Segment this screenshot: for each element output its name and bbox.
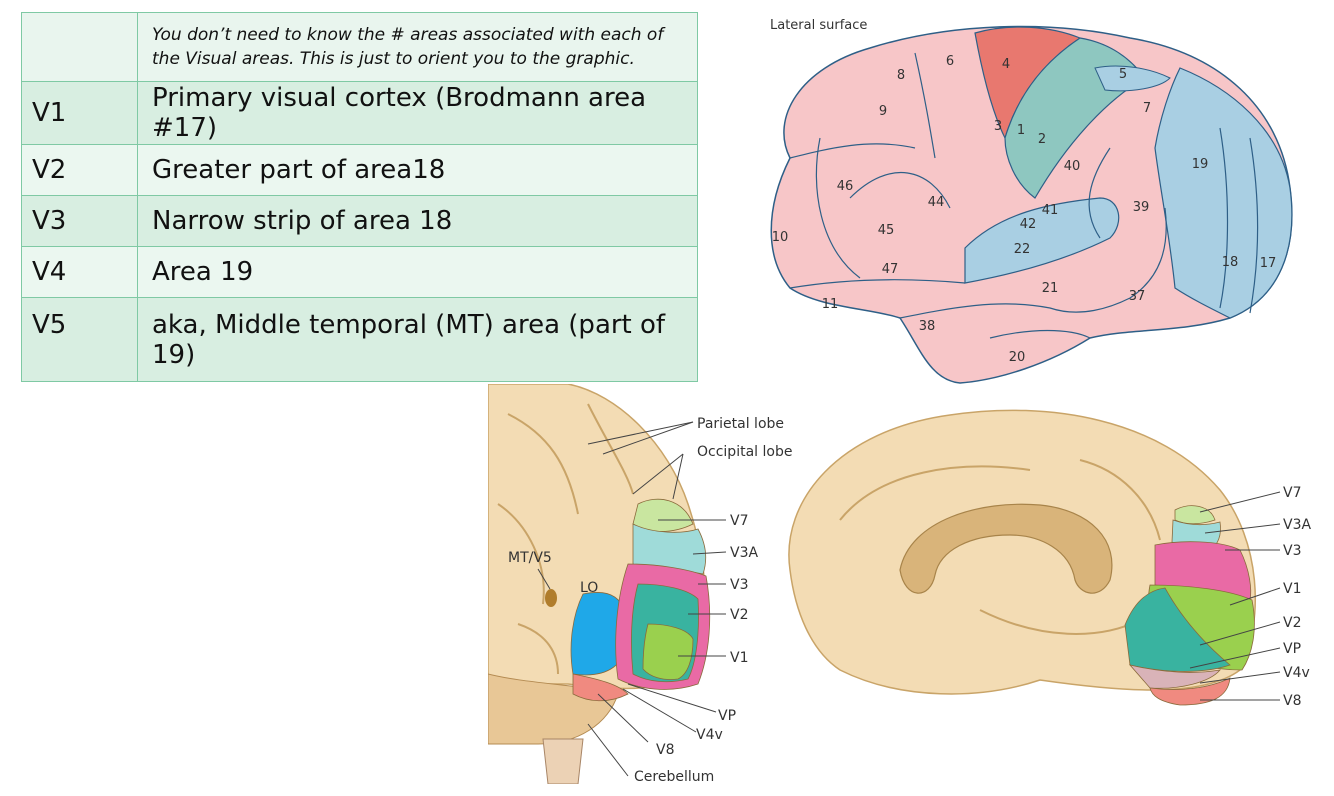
svg-text:44: 44	[928, 195, 945, 210]
medial-view-diagram: V7 V3A V3 V1 V2 VP V4v V8	[788, 409, 1311, 709]
mt-v5-spot	[545, 589, 557, 607]
svg-text:6: 6	[946, 54, 954, 69]
area-code: V1	[21, 81, 138, 145]
area-code: V3	[21, 195, 138, 247]
medial-v8-region	[1149, 677, 1231, 706]
medial-vp-region	[1128, 664, 1221, 689]
medial-leader-lines	[1189, 491, 1281, 701]
label-v3: V3	[730, 577, 748, 593]
table-header-row: You don’t need to know the # areas assoc…	[21, 12, 698, 82]
v8-region	[572, 673, 629, 702]
area-5-region	[1094, 65, 1171, 92]
area-description: Area 19	[137, 246, 698, 298]
lateral-surface-diagram: Lateral surface 8 6 4 5 9 3 1 2 7 40 19 …	[770, 18, 1293, 384]
svg-text:4: 4	[1002, 57, 1010, 72]
label-v3a: V3A	[730, 545, 758, 561]
svg-text:37: 37	[1129, 289, 1146, 304]
label-v7: V7	[730, 513, 748, 529]
label-cerebellum: Cerebellum	[634, 769, 714, 784]
posterior-view-diagram: Parietal lobe Occipital lobe MT/V5 LO V7…	[488, 384, 792, 784]
lo-region	[570, 592, 629, 676]
table-row: V3 Narrow strip of area 18	[21, 195, 698, 247]
svg-text:42: 42	[1020, 217, 1037, 232]
occipital-region	[1154, 67, 1293, 319]
area-description: Primary visual cortex (Brodmann area #17…	[137, 81, 698, 145]
table-row: V4 Area 19	[21, 246, 698, 298]
table-row: V1 Primary visual cortex (Brodmann area …	[21, 81, 698, 145]
svg-text:46: 46	[837, 179, 854, 194]
table-cell-empty	[21, 12, 138, 82]
svg-text:18: 18	[1222, 255, 1239, 270]
svg-text:47: 47	[882, 262, 899, 277]
label-parietal-lobe: Parietal lobe	[697, 416, 784, 432]
table-note: You don’t need to know the # areas assoc…	[137, 12, 698, 82]
svg-text:38: 38	[919, 319, 936, 334]
svg-text:19: 19	[1192, 157, 1209, 172]
v1-region	[642, 623, 694, 680]
svg-text:17: 17	[1260, 256, 1277, 271]
area-code: V2	[21, 144, 138, 196]
svg-text:45: 45	[878, 223, 895, 238]
svg-text:7: 7	[1143, 101, 1151, 116]
medial-v2-region	[1124, 587, 1231, 672]
medial-label-v4v: V4v	[1283, 665, 1310, 681]
medial-label-v3: V3	[1283, 543, 1301, 559]
lateral-surface-title: Lateral surface	[770, 18, 867, 33]
label-occipital-lobe: Occipital lobe	[697, 444, 792, 460]
svg-text:5: 5	[1119, 67, 1127, 82]
label-v8: V8	[656, 742, 674, 758]
label-v4v: V4v	[696, 727, 723, 743]
medial-labels: V7 V3A V3 V1 V2 VP V4v V8	[1283, 485, 1311, 709]
medial-label-v7: V7	[1283, 485, 1301, 501]
svg-text:41: 41	[1042, 203, 1059, 218]
medial-label-v3a: V3A	[1283, 517, 1311, 533]
label-lo: LO	[580, 580, 598, 596]
label-vp: VP	[718, 708, 736, 724]
svg-text:39: 39	[1133, 200, 1150, 215]
svg-text:11: 11	[822, 297, 839, 312]
svg-text:1: 1	[1017, 123, 1025, 138]
svg-text:3: 3	[994, 119, 1002, 134]
table-row: V5 aka, Middle temporal (MT) area (part …	[21, 297, 698, 382]
area-code: V5	[21, 297, 138, 382]
visual-areas-table: You don’t need to know the # areas assoc…	[21, 12, 698, 382]
svg-text:2: 2	[1038, 132, 1046, 147]
area-description: aka, Middle temporal (MT) area (part of …	[137, 297, 698, 382]
svg-text:20: 20	[1009, 350, 1026, 365]
medial-label-v1: V1	[1283, 581, 1301, 597]
area-description: Greater part of area18	[137, 144, 698, 196]
svg-text:9: 9	[879, 104, 887, 119]
corpus-callosum	[899, 503, 1113, 594]
medial-label-vp: VP	[1283, 641, 1301, 657]
brainstem-shape	[542, 738, 584, 784]
area-boundaries	[789, 52, 1259, 339]
area-22-region	[964, 197, 1120, 284]
label-v1: V1	[730, 650, 748, 666]
svg-text:21: 21	[1042, 281, 1059, 296]
area-numbers: 8 6 4 5 9 3 1 2 7 40 19 46 44 42 41 39 1…	[772, 54, 1277, 365]
svg-text:8: 8	[897, 68, 905, 83]
svg-text:10: 10	[772, 230, 789, 245]
area-code: V4	[21, 246, 138, 298]
table-row: V2 Greater part of area18	[21, 144, 698, 196]
svg-text:40: 40	[1064, 159, 1081, 174]
svg-text:22: 22	[1014, 242, 1031, 257]
label-mt-v5: MT/V5	[508, 550, 552, 566]
posterior-sulci	[497, 403, 634, 675]
medial-label-v8: V8	[1283, 693, 1301, 709]
posterior-labels: Parietal lobe Occipital lobe MT/V5 LO V7…	[508, 416, 792, 784]
posterior-leader-lines	[537, 421, 727, 777]
label-v2: V2	[730, 607, 748, 623]
area-description: Narrow strip of area 18	[137, 195, 698, 247]
medial-label-v2: V2	[1283, 615, 1301, 631]
